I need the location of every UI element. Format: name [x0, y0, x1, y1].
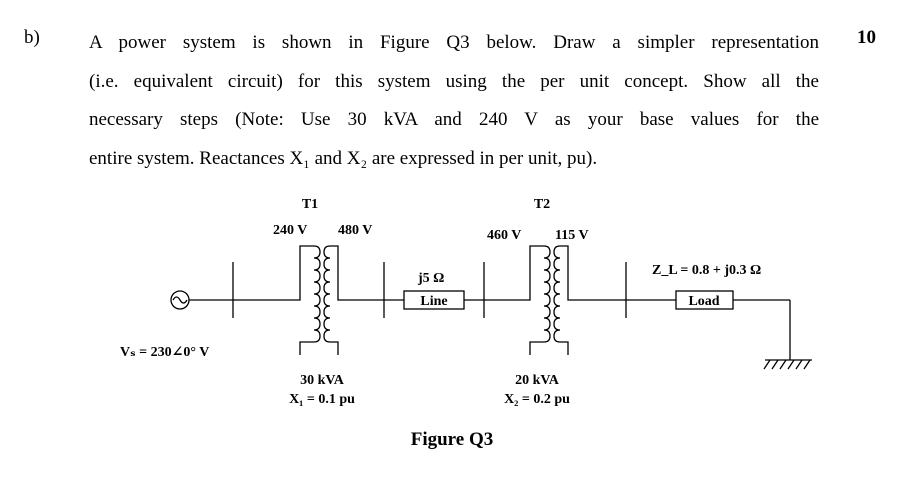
t2-primary-voltage: 460 V [487, 228, 521, 243]
load-label: Load [688, 294, 719, 309]
transformer-t1-symbol [285, 245, 350, 355]
t1-secondary-voltage: 480 V [338, 223, 372, 238]
load-impedance: Z_L = 0.8 + j0.3 Ω [652, 263, 761, 278]
figure-caption: Figure Q3 [411, 429, 494, 450]
question-marks: 10 [857, 27, 876, 48]
ground-hatch [763, 359, 811, 370]
line-label: Line [420, 294, 447, 309]
source-voltage-label: Vₛ = 230∠0° V [120, 345, 209, 360]
question-line-3: necessary steps (Note: Use 30 kVA and 24… [89, 109, 819, 130]
question-label: b) [24, 27, 40, 48]
question-text: A power system is shown in Figure Q3 bel… [89, 24, 819, 178]
t1-name: T1 [302, 197, 318, 212]
line-box [403, 290, 465, 310]
question-line-2: (i.e. equivalent circuit) for this syste… [89, 70, 819, 92]
t1-primary-voltage: 240 V [273, 223, 307, 238]
transformer-t2-symbol [515, 245, 580, 355]
t2-reactance: X₂ = 0.2 pu [504, 392, 570, 407]
question-line-1: A power system is shown in Figure Q3 bel… [89, 32, 819, 53]
ac-wave-icon [172, 296, 188, 304]
question-line-4: entire system. Reactances X₁ and X₂ are … [89, 147, 598, 169]
load-box [675, 290, 734, 310]
t1-reactance: X₁ = 0.1 pu [289, 392, 355, 407]
t2-secondary-voltage: 115 V [555, 228, 589, 243]
t1-rating: 30 kVA [300, 373, 345, 388]
t2-rating: 20 kVA [515, 373, 560, 388]
t2-name: T2 [534, 197, 550, 212]
line-impedance: j5 Ω [417, 271, 444, 286]
